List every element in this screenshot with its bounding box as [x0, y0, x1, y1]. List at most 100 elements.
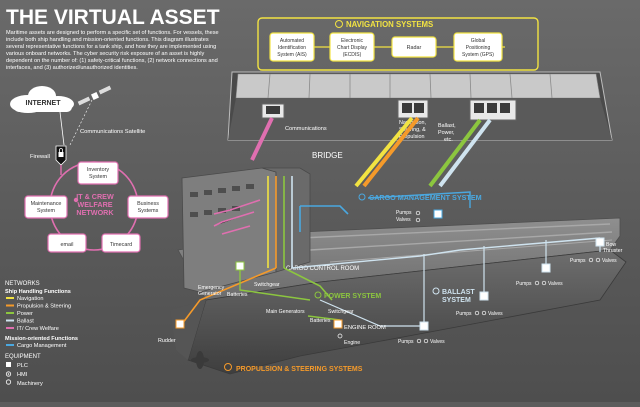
plc-icon [595, 237, 605, 247]
engine-room-label: ENGINE ROOM [344, 325, 386, 331]
svg-text:Machinery: Machinery [17, 381, 43, 387]
plc-icon [6, 362, 11, 367]
intro-line: various onboard networks. The cyber secu… [6, 51, 204, 57]
page-title: THE VIRTUAL ASSET [6, 6, 220, 29]
navigation-title: NAVIGATION SYSTEMS [346, 20, 433, 29]
intro-line: dependent on the number of: (1) safety-c… [6, 58, 218, 64]
it-node-timecard[interactable]: Timecard [101, 233, 141, 253]
firewall-label: Firewall [30, 154, 50, 160]
legend-item-label: Navigation [17, 296, 43, 302]
nav-item-gps[interactable]: Global Positioning System (GPS) [453, 32, 503, 62]
svg-text:System: System [89, 174, 107, 180]
legend-item-label: Power [17, 311, 33, 317]
svg-text:Pumps: Pumps [396, 210, 412, 216]
power-icon [314, 291, 322, 299]
svg-text:Systems: Systems [138, 208, 159, 214]
legend-item-label: Propulsion & Steering [17, 304, 71, 310]
nav-item-ecdis[interactable]: Electronic Chart Display (ECDIS) [329, 32, 375, 62]
ship-hull [170, 167, 627, 375]
ballast-icon [432, 287, 440, 295]
it-node-business[interactable]: Business Systems [127, 195, 169, 219]
svg-text:Valves: Valves [488, 311, 503, 317]
svg-text:System (AIS): System (AIS) [277, 52, 307, 58]
plc-icon [419, 321, 429, 331]
power-system-title: POWER SYSTEM [324, 293, 381, 300]
gear-icon [73, 197, 79, 203]
svg-text:Chart Display: Chart Display [337, 45, 368, 51]
svg-text:Valves: Valves [548, 281, 563, 287]
satellite-icon [77, 85, 112, 106]
svg-text:System (GPS): System (GPS) [462, 52, 494, 58]
cargo-control-room-label: CARGO CONTROL ROOM [286, 266, 359, 272]
svg-text:Batteries: Batteries [227, 292, 248, 298]
svg-text:Global: Global [471, 38, 485, 44]
bridge-ballast-label: Power, [438, 130, 455, 136]
legend-mission-title: Mission-oriented Functions [5, 336, 78, 342]
legend-item-label: Ballast [17, 319, 34, 325]
it-network: IT & CREW WELFARE NETWORK Inventory Syst… [24, 161, 169, 253]
intro-line: Maritime assets are designed to perform … [6, 30, 219, 36]
bridge-ballast-label: Ballast, [438, 123, 456, 129]
legend-ship-handling-title: Ship Handling Functions [5, 289, 71, 295]
bridge-nav-label: Propulsion [399, 134, 424, 140]
svg-text:Timecard: Timecard [110, 242, 132, 248]
plc-icon [433, 209, 443, 219]
svg-text:Pumps: Pumps [570, 258, 586, 264]
svg-text:Business: Business [137, 201, 159, 207]
svg-text:Batteries: Batteries [310, 318, 331, 324]
svg-text:Positioning: Positioning [466, 45, 491, 51]
svg-text:Valves: Valves [430, 339, 445, 345]
hmi-icon [5, 371, 12, 377]
bridge-ballast-label: etc. [444, 137, 453, 143]
cargo-icon [358, 193, 366, 201]
svg-text:Valves: Valves [602, 258, 617, 264]
it-node-maintenance[interactable]: Maintenance System [24, 195, 68, 219]
svg-text:(ECDIS): (ECDIS) [343, 52, 362, 58]
svg-text:Thruster: Thruster [603, 248, 623, 254]
propulsion-icon [224, 363, 232, 371]
it-node-inventory[interactable]: Inventory System [77, 161, 119, 185]
svg-text:Identification: Identification [278, 45, 306, 51]
it-network-title-line: WELFARE [77, 200, 112, 209]
svg-text:Generator: Generator [198, 291, 222, 297]
svg-text:Electronic: Electronic [341, 38, 363, 44]
plc-icon [479, 291, 489, 301]
propeller-icon [191, 351, 209, 369]
svg-text:Maintenance: Maintenance [31, 201, 62, 207]
legend-item-label: IT/ Crew Welfare [17, 326, 59, 332]
propulsion-title: PROPULSION & STEERING SYSTEMS [236, 366, 363, 373]
legend: NETWORKS Ship Handling Functions Navigat… [5, 281, 78, 387]
svg-text:email: email [61, 242, 74, 248]
internet-cloud: INTERNET [10, 86, 74, 113]
it-node-email[interactable]: email [47, 233, 87, 253]
it-network-title-line: IT & CREW [76, 192, 114, 201]
compass-icon [335, 20, 343, 28]
svg-text:BALLAST: BALLAST [442, 289, 475, 296]
satellite-link-dashed [69, 99, 93, 146]
intro-text: Maritime assets are designed to perform … [6, 30, 219, 71]
plc-icon [175, 319, 185, 329]
nav-item-radar[interactable]: Radar [391, 36, 437, 58]
nav-item-ais[interactable]: Automated Identification System (AIS) [269, 32, 315, 62]
svg-text:Switchgear: Switchgear [254, 282, 280, 288]
legend-networks-title: NETWORKS [5, 281, 40, 287]
plc-icon [541, 263, 551, 273]
satellite-link [59, 111, 65, 146]
svg-text:HMI: HMI [17, 372, 28, 378]
svg-text:SYSTEM: SYSTEM [442, 297, 471, 304]
ship-network-wiring [181, 176, 601, 327]
bridge-nav-label: Steering, & [399, 127, 426, 133]
legend-item-label: Cargo Management [17, 343, 67, 349]
legend-equipment-title: EQUIPMENT [5, 354, 41, 360]
svg-text:Engine: Engine [344, 340, 360, 346]
firewall-icon [55, 145, 67, 166]
svg-text:Switchgear: Switchgear [328, 309, 354, 315]
intro-line: include both ship handling and mission-o… [6, 37, 209, 43]
svg-text:Main Generators: Main Generators [266, 309, 305, 315]
svg-text:Pumps: Pumps [516, 281, 532, 287]
svg-text:Valves: Valves [396, 217, 411, 223]
bridge-console-comms [261, 103, 285, 119]
svg-text:Inventory: Inventory [87, 167, 109, 173]
plc-icon [333, 319, 343, 329]
cargo-management-system: CARGO MANAGEMENT SYSTEM Pumps Valves [299, 191, 482, 232]
